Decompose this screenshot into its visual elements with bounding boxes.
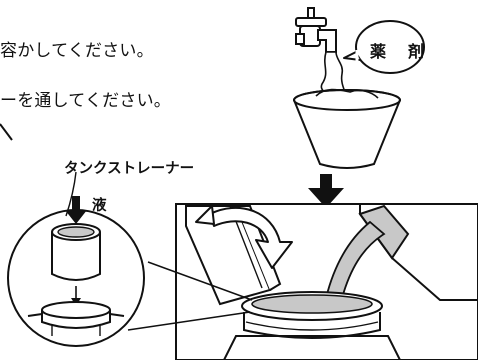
instruction-line-1: 容かしてください。 (0, 41, 154, 61)
liquid-label: 液 (92, 198, 107, 214)
chemical-label: 薬 剤 (370, 42, 428, 61)
bucket-icon (293, 88, 401, 169)
chemical-bubble (355, 20, 425, 74)
down-arrow-icon (308, 174, 344, 208)
strainer-detail (7, 171, 145, 347)
stray-mark (0, 123, 13, 141)
rotate-arrow-icon (195, 205, 293, 269)
tank-panel (175, 203, 478, 360)
faucet-icon (295, 7, 337, 53)
callout-lines (127, 261, 253, 331)
strainer-label: タンクストレーナー (64, 161, 195, 177)
instruction-line-2: ーを通してください。 (0, 91, 171, 111)
